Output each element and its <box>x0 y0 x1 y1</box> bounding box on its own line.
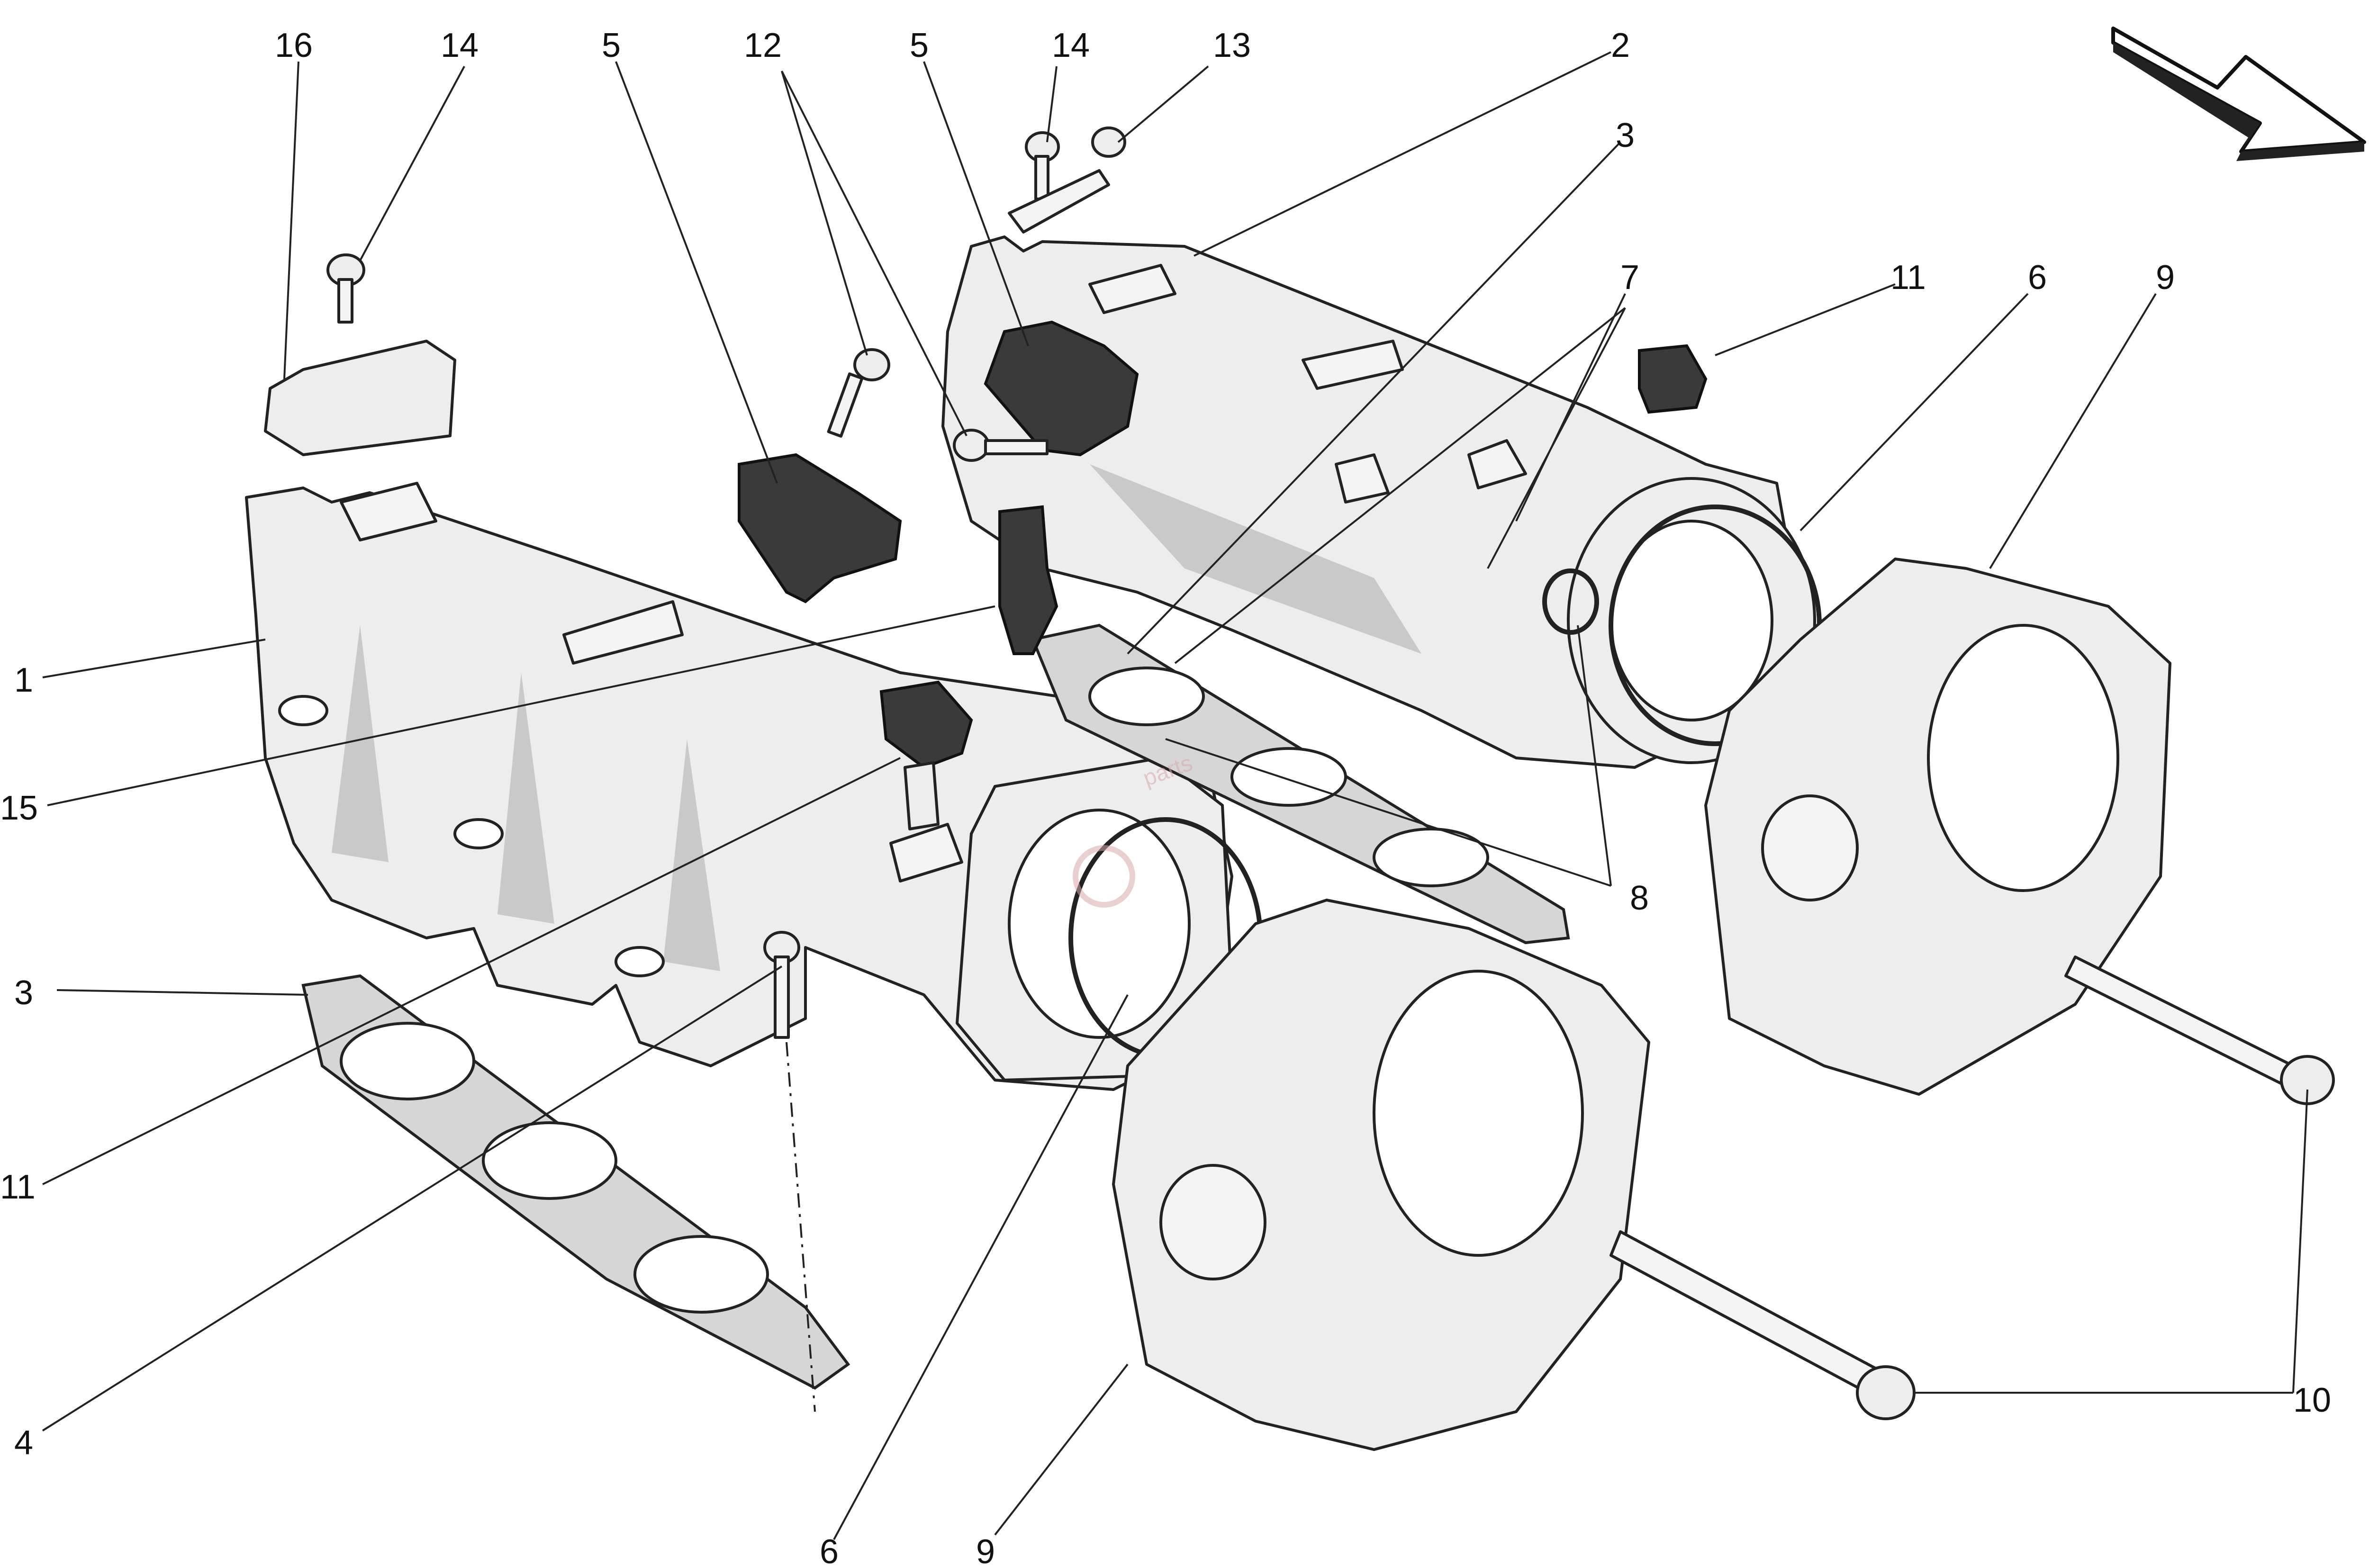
throttle-bolt-rear <box>2064 955 2335 1105</box>
callout-5-left: 5 <box>602 27 621 64</box>
screw-14-left <box>326 253 365 324</box>
bracket-13 <box>1008 126 1126 234</box>
temperature-sensor <box>998 505 1058 655</box>
screw-4 <box>763 931 800 1039</box>
rear-small-o-ring <box>1542 568 1599 635</box>
callouts: 1 2 3 3 4 5 5 6 6 7 8 9 9 10 11 11 12 13… <box>0 27 2331 1568</box>
connector-rear <box>1638 344 1708 414</box>
callout-15: 15 <box>0 789 38 827</box>
callout-3-right: 3 <box>1616 117 1635 154</box>
front-gasket <box>301 974 850 1390</box>
pressure-sensor-rear <box>984 320 1139 457</box>
callout-6-right: 6 <box>2028 259 2047 297</box>
callout-3-left: 3 <box>14 974 33 1012</box>
callout-9-right: 9 <box>2156 259 2175 297</box>
callout-5-right: 5 <box>910 27 929 64</box>
callout-14-left: 14 <box>441 27 479 64</box>
axis-line-4 <box>786 1042 816 1412</box>
callout-9-bottom: 9 <box>976 1533 995 1568</box>
leader-lines <box>42 51 2308 1540</box>
direction-arrow-icon <box>2111 27 2366 161</box>
callout-12: 12 <box>744 27 782 64</box>
screw-12-upper <box>827 348 890 438</box>
callout-16: 16 <box>275 27 313 64</box>
callout-14-right: 14 <box>1052 27 1090 64</box>
connector-front <box>879 680 973 830</box>
throttle-bolt-front <box>1609 1230 1916 1420</box>
callout-2: 2 <box>1611 27 1630 64</box>
screw-12-lower <box>953 429 1049 462</box>
callout-6-bottom: 6 <box>820 1533 839 1568</box>
callout-4: 4 <box>14 1424 33 1462</box>
screw-14-right <box>1025 131 1060 200</box>
callout-11-right: 11 <box>1890 259 1926 297</box>
rear-throttle-body <box>1704 558 2171 1096</box>
bracket-16 <box>264 340 456 456</box>
front-throttle-body <box>1112 899 1650 1451</box>
callout-10: 10 <box>2293 1381 2331 1419</box>
callout-11-left: 11 <box>0 1168 36 1206</box>
callout-8: 8 <box>1630 879 1649 917</box>
callout-1: 1 <box>14 661 33 699</box>
pressure-sensor-front <box>738 453 902 604</box>
callout-7: 7 <box>1620 259 1639 297</box>
callout-13: 13 <box>1213 27 1251 64</box>
